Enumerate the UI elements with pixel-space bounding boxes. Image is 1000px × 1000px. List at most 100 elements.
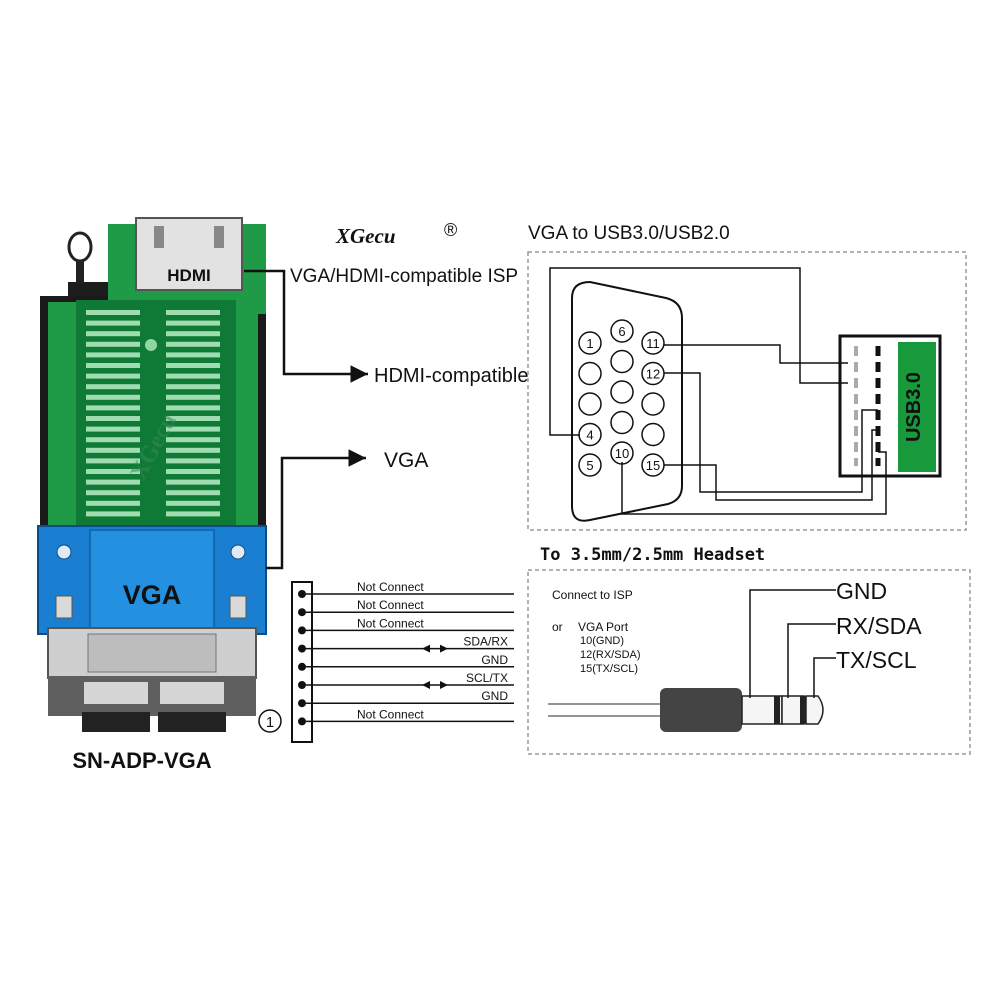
- db15-pin: [610, 380, 634, 404]
- zif-pin: [86, 310, 140, 315]
- usb-panel-frame: [527, 251, 967, 531]
- wire-pin11: [664, 344, 848, 364]
- zif-pin: [86, 320, 140, 326]
- wire-pin4: [549, 267, 848, 436]
- vga-screw-hole-left: [56, 544, 72, 560]
- db15-pin: [610, 319, 634, 343]
- brand-registered-mark: ®: [444, 220, 457, 240]
- header-pin: [298, 590, 306, 598]
- vga-port-text: VGA Port: [578, 620, 629, 634]
- headset-panel: To 3.5mm/2.5mm Headset Connect to ISP or…: [527, 545, 971, 755]
- headset-panel-frame: [527, 569, 971, 755]
- jack-label-rx-sda: RX/SDA: [836, 613, 922, 639]
- header-pin: [298, 662, 306, 671]
- mapping-tx-scl: 15(TX/SCL): [580, 663, 638, 675]
- vga-plug-body: [48, 676, 256, 716]
- zif-pin: [166, 352, 220, 358]
- header-pin-label: Not Connect: [357, 598, 424, 612]
- zif-pin: [86, 331, 140, 337]
- jack-label-gnd: GND: [836, 578, 887, 604]
- zif-pin: [166, 394, 220, 400]
- callout-hdmi: HDMI-compatible: [374, 365, 528, 387]
- db15-pin-number: 12: [646, 367, 660, 382]
- vga-standoff-right: [229, 595, 247, 619]
- db15-pin: [578, 453, 602, 477]
- header-pin-label: Not Connect: [357, 707, 424, 721]
- wire-pin12: [664, 372, 878, 493]
- pin-header-strip: [291, 581, 313, 743]
- zif-pin: [86, 511, 140, 517]
- zif-pin: [86, 394, 140, 400]
- pin1-marker: 1: [266, 714, 274, 731]
- hdmi-callout-arrow: [244, 269, 368, 383]
- zif-pin: [166, 384, 220, 390]
- callout-vga: VGA: [384, 449, 428, 472]
- db15-pin: [610, 349, 634, 374]
- db15-pin: [578, 331, 602, 355]
- db15-pin: [641, 392, 665, 416]
- zif-pin: [166, 310, 220, 315]
- vga-screw-hole-right: [230, 544, 246, 560]
- zif-pin: [86, 479, 140, 485]
- wire-pin15: [664, 429, 878, 501]
- header-pin-label: GND: [481, 653, 508, 667]
- header-pin: [298, 717, 306, 726]
- header-pin: [298, 699, 306, 708]
- zif-pin: [86, 363, 140, 368]
- leader-rx-sda: [787, 623, 836, 698]
- vga-standoff-left: [55, 595, 73, 619]
- zif-pin: [166, 331, 220, 337]
- zif-marker: [145, 339, 157, 351]
- vga-plug-window-right: [160, 682, 224, 704]
- db15-pin-number: 11: [646, 336, 660, 351]
- header-pin: [298, 608, 306, 617]
- zif-pin: [166, 426, 220, 432]
- bidirectional-arrow: [422, 681, 448, 689]
- zif-pin: [86, 490, 140, 496]
- mapping-gnd: 10(GND): [580, 635, 624, 647]
- zif-pin: [86, 469, 140, 474]
- zif-pin: [166, 511, 220, 517]
- jack-label-tx-scl: TX/SCL: [836, 647, 917, 673]
- callouts: XGecu ® VGA/HDMI-compatible ISP HDMI-com…: [244, 220, 528, 570]
- header-pin: [298, 644, 306, 653]
- header-pin-label: SDA/RX: [463, 635, 508, 649]
- model-label: SN-ADP-VGA: [72, 748, 211, 773]
- hdmi-port: [135, 217, 243, 291]
- zif-pin: [86, 458, 140, 464]
- vga-shell-plate: [87, 633, 217, 673]
- zif-pin: [86, 341, 140, 347]
- header-pin-label: GND: [481, 689, 508, 703]
- zif-pin: [166, 490, 220, 496]
- vga-foot-left: [82, 712, 150, 732]
- or-text: or: [552, 620, 563, 634]
- db15-pin: [641, 422, 665, 447]
- bidirectional-arrow: [422, 644, 448, 653]
- zif-pin: [166, 500, 220, 506]
- mapping-rx-sda: 12(RX/SDA): [580, 649, 641, 661]
- wire-pin10: [621, 451, 887, 515]
- hdmi-clip-left: [154, 226, 164, 248]
- lever-knob: [67, 231, 93, 263]
- callout-isp: VGA/HDMI-compatible ISP: [290, 266, 518, 287]
- jack-tip: [805, 695, 824, 725]
- zif-pin: [86, 416, 140, 421]
- zif-pin: [166, 416, 220, 421]
- db15-pin: [578, 392, 602, 416]
- zif-pin: [86, 352, 140, 358]
- zif-pin: [86, 405, 140, 411]
- zif-pin: [166, 320, 220, 326]
- zif-pin: [166, 447, 220, 453]
- zif-pin: [86, 437, 140, 443]
- db15-pin: [578, 361, 602, 386]
- vga-plug-window-left: [84, 682, 148, 704]
- vga-foot-right: [158, 712, 226, 732]
- zif-pin: [166, 341, 220, 347]
- db15-pin: [610, 410, 634, 435]
- vga-housing-label: VGA: [123, 580, 182, 610]
- zif-pin: [166, 469, 220, 474]
- header-pin: [298, 681, 306, 689]
